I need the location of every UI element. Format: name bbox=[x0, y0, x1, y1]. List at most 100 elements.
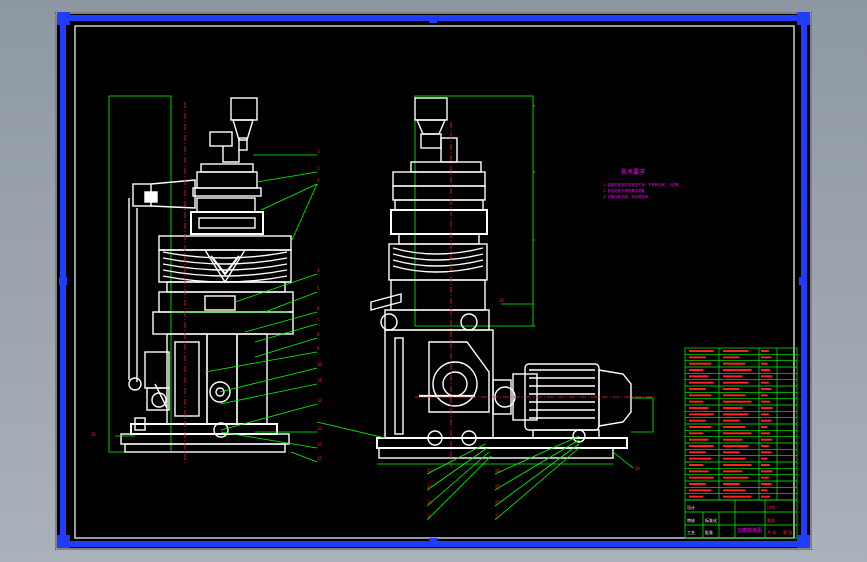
callout-label: 6 bbox=[317, 306, 320, 311]
parts-list-entry bbox=[723, 438, 743, 441]
title-block-cell: 设计 bbox=[687, 504, 695, 510]
parts-list-entry bbox=[723, 375, 743, 378]
parts-list-entry bbox=[723, 407, 743, 409]
parts-list-entry bbox=[761, 419, 772, 422]
parts-list-entry bbox=[723, 489, 746, 492]
centerlines bbox=[184, 102, 655, 468]
tech-note-line: 3. 设备运转平稳，无异常噪声。 bbox=[603, 194, 651, 199]
parts-list-entry bbox=[689, 407, 709, 409]
title-block-cell: 第 张 bbox=[783, 529, 792, 535]
parts-list-entry bbox=[761, 489, 768, 492]
callout-label: 7 bbox=[317, 318, 320, 323]
parts-list-entry bbox=[761, 407, 773, 409]
frame-grip-bottom-left[interactable] bbox=[57, 535, 70, 548]
frame-grip-right-mid[interactable] bbox=[799, 277, 807, 285]
callout-label: 14 bbox=[317, 442, 322, 447]
frame-grip-bottom-right[interactable] bbox=[797, 535, 810, 548]
parts-list-entry bbox=[761, 375, 773, 378]
parts-list-entry bbox=[761, 381, 769, 384]
parts-list-entry bbox=[689, 388, 706, 390]
parts-list-entry bbox=[761, 464, 770, 466]
parts-list-entry bbox=[723, 457, 746, 460]
parts-list-entry bbox=[761, 413, 769, 416]
parts-list-entry bbox=[723, 470, 743, 473]
parts-list-entry bbox=[761, 356, 772, 359]
parts-list-entry bbox=[761, 394, 768, 397]
callout-label: 15 bbox=[317, 456, 322, 461]
parts-list-entry bbox=[723, 381, 749, 384]
frame-grip-left-mid[interactable] bbox=[59, 277, 67, 285]
side-view-leaders bbox=[316, 105, 654, 521]
callout-label: 10 bbox=[317, 362, 322, 367]
callout-label: 3 bbox=[317, 178, 320, 183]
parts-list-entry bbox=[761, 438, 773, 441]
parts-list-entry bbox=[689, 362, 712, 365]
parts-list-entry bbox=[723, 426, 746, 428]
callout-label: 9 bbox=[317, 346, 320, 351]
parts-list-entry bbox=[689, 400, 704, 403]
parts-list-entry bbox=[689, 432, 704, 435]
parts-list-entry bbox=[723, 362, 746, 365]
parts-list-entry bbox=[761, 483, 772, 485]
callout-label: 4 bbox=[317, 268, 320, 273]
parts-list-entry bbox=[689, 426, 712, 428]
parts-list-entry bbox=[723, 451, 740, 454]
callout-label: 11 bbox=[317, 378, 322, 383]
parts-list-entry bbox=[761, 400, 770, 403]
parts-list-entry bbox=[689, 470, 709, 473]
callout-label: 2 bbox=[317, 166, 320, 171]
parts-list-entry bbox=[689, 445, 714, 447]
drawing-title: 立磨总装图 bbox=[737, 527, 762, 534]
parts-list-entry bbox=[761, 451, 772, 454]
tech-note-line: 2. 各密封处不得有漏油现象。 bbox=[603, 188, 648, 193]
parts-list-entry bbox=[723, 419, 740, 422]
parts-list-entry bbox=[723, 413, 749, 416]
callout-label: 22 bbox=[495, 500, 500, 505]
parts-list-entry bbox=[689, 451, 706, 454]
front-view-leaders bbox=[115, 154, 318, 463]
sheet-edge bbox=[55, 12, 812, 550]
parts-list-entry bbox=[723, 356, 740, 359]
parts-list-entry bbox=[689, 413, 714, 416]
title-block-cell: 批准 bbox=[705, 529, 713, 535]
tech-notes: 技术要求 1. 装配前各零件须清洗干净，不得有毛刺、飞边等。 2. 各密封处不得… bbox=[603, 168, 682, 199]
title-block-cell: 标准化 bbox=[705, 517, 717, 523]
callout-label: 25 bbox=[91, 432, 96, 437]
frame-grip-top-mid[interactable] bbox=[429, 15, 437, 23]
parts-list-entry bbox=[689, 438, 709, 441]
front-view bbox=[108, 95, 294, 453]
parts-list-entry bbox=[723, 369, 752, 371]
callout-label: 20 bbox=[495, 468, 500, 473]
callout-labels: 1 2 3 4 5 6 7 8 9 10 11 12 13 14 15 16 1… bbox=[91, 149, 640, 519]
parts-list-entry bbox=[723, 350, 749, 352]
parts-list-entry bbox=[761, 388, 772, 390]
frame-grip-top-right[interactable] bbox=[797, 12, 810, 25]
parts-list-entry bbox=[761, 432, 770, 435]
callout-label: 19 bbox=[427, 514, 432, 519]
parts-list-entry bbox=[689, 350, 714, 352]
callout-label: 13 bbox=[317, 426, 322, 431]
frame-grip-bottom-mid[interactable] bbox=[429, 538, 437, 546]
assembly-drawing: 1 2 3 4 5 6 7 8 9 10 11 12 13 14 15 16 1… bbox=[55, 12, 812, 550]
callout-label: 18 bbox=[427, 500, 432, 505]
parts-list-entry bbox=[689, 464, 704, 466]
parts-list-entry bbox=[689, 394, 712, 397]
parts-list-entry bbox=[761, 362, 768, 365]
parts-list-entry bbox=[689, 381, 714, 384]
callout-label: 26 bbox=[499, 298, 504, 303]
parts-list-entry bbox=[689, 375, 709, 378]
parts-list-entry bbox=[689, 419, 706, 422]
side-spring-coils bbox=[392, 247, 484, 273]
parts-list-entry bbox=[761, 476, 769, 479]
parts-list-entry bbox=[723, 464, 752, 466]
frame-grip-top-left[interactable] bbox=[57, 12, 70, 25]
parts-list-entry bbox=[761, 426, 768, 428]
parts-list-entry bbox=[761, 470, 773, 473]
parts-list-entry bbox=[761, 369, 770, 371]
parts-list-entry bbox=[689, 495, 704, 498]
callout-label: 17 bbox=[427, 484, 432, 489]
title-block-cell: 共 张 bbox=[767, 529, 776, 535]
parts-list-entry bbox=[723, 394, 746, 397]
parts-list-entry bbox=[689, 369, 704, 371]
